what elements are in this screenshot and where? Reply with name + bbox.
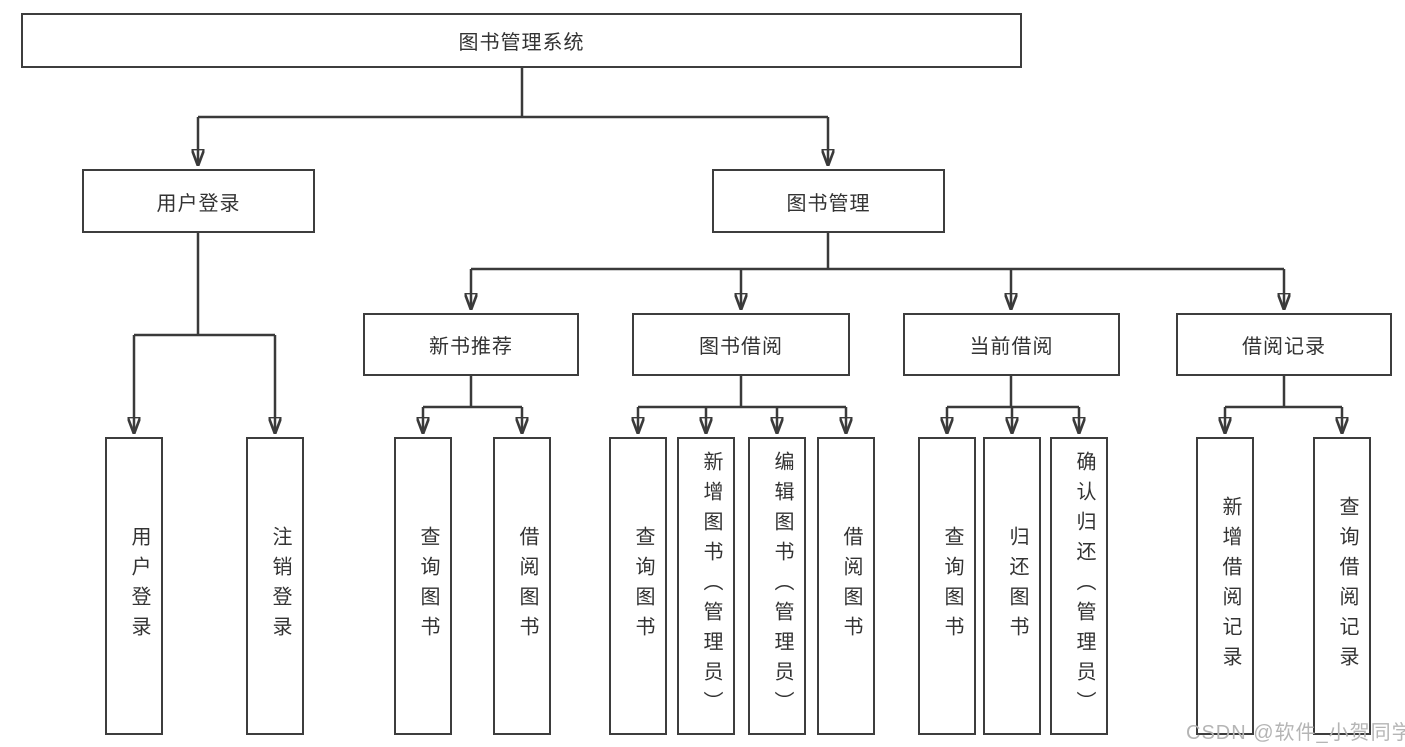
node-label: 图书管理	[786, 192, 871, 215]
leaf-edit-books-admin: 编辑图书（管理员）	[748, 437, 806, 735]
node-label: 新增借阅记录	[1219, 496, 1241, 676]
node-label: 新书推荐	[429, 336, 513, 358]
node-label: 查询图书	[941, 526, 963, 646]
leaf-return-books: 归还图书	[983, 437, 1041, 735]
leaf-borrow-books: 借阅图书	[817, 437, 875, 735]
node-label: 借阅图书	[840, 526, 862, 646]
node-current-borrowing: 当前借阅	[903, 313, 1120, 376]
leaf-borrow-books-recommend: 借阅图书	[493, 437, 551, 735]
node-label: 查询图书	[417, 526, 439, 646]
node-book-borrowing: 图书借阅	[632, 313, 850, 376]
node-label: 确认归还（管理员）	[1073, 451, 1095, 721]
node-label: 借阅图书	[516, 526, 538, 646]
node-library-management-system: 图书管理系统	[21, 13, 1022, 68]
node-label: 借阅记录	[1242, 336, 1326, 358]
csdn-watermark: CSDN @软件_小贺同学	[1186, 722, 1405, 744]
leaf-add-borrow-record: 新增借阅记录	[1196, 437, 1254, 735]
node-label: 当前借阅	[969, 336, 1054, 358]
leaf-query-borrow-record: 查询借阅记录	[1313, 437, 1371, 735]
node-borrowing-records: 借阅记录	[1176, 313, 1392, 376]
node-user-login: 用户登录	[82, 169, 315, 233]
leaf-query-books-borrow: 查询图书	[609, 437, 667, 735]
node-book-management: 图书管理	[712, 169, 945, 233]
leaf-logout: 注销登录	[246, 437, 304, 735]
node-label: 查询图书	[632, 526, 654, 646]
node-label: 用户登录	[156, 192, 241, 215]
leaf-query-books-recommend: 查询图书	[394, 437, 452, 735]
leaf-query-books-current: 查询图书	[918, 437, 976, 735]
node-label: 图书管理系统	[458, 32, 585, 54]
leaf-add-books-admin: 新增图书（管理员）	[677, 437, 735, 735]
node-label: 用户登录	[128, 526, 150, 646]
node-new-book-recommend: 新书推荐	[363, 313, 579, 376]
node-label: 图书借阅	[699, 336, 783, 358]
leaf-user-login: 用户登录	[105, 437, 163, 735]
node-label: 新增图书（管理员）	[700, 451, 722, 721]
leaf-confirm-return-admin: 确认归还（管理员）	[1050, 437, 1108, 735]
node-label: 归还图书	[1006, 526, 1028, 646]
node-label: 查询借阅记录	[1336, 496, 1358, 676]
node-label: 编辑图书（管理员）	[771, 451, 793, 721]
node-label: 注销登录	[269, 526, 291, 646]
